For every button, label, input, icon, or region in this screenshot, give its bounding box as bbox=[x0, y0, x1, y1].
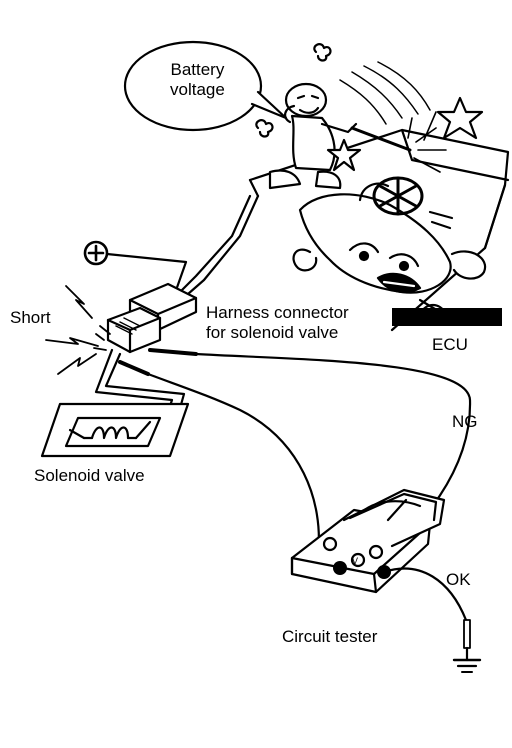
solenoid-valve-label: Solenoid valve bbox=[34, 466, 145, 485]
harness-label: Harness connector for solenoid valve bbox=[206, 303, 349, 342]
circuit-tester-label: Circuit tester bbox=[282, 627, 378, 646]
probe-tip bbox=[118, 360, 150, 376]
star-icon bbox=[436, 96, 484, 140]
mechanic-probe bbox=[350, 126, 412, 152]
motion-lines bbox=[339, 61, 431, 125]
ground-probe bbox=[463, 619, 471, 649]
harness-label-line2: for solenoid valve bbox=[206, 322, 339, 342]
tester-v-label: V bbox=[352, 556, 358, 566]
spark-icon bbox=[407, 111, 447, 173]
star-icon bbox=[326, 138, 362, 172]
tester-lead-black bbox=[146, 372, 320, 558]
ecu-label: ECU bbox=[432, 335, 468, 354]
harness-connector bbox=[106, 282, 198, 354]
ecu-character bbox=[292, 182, 487, 320]
mechanic-character bbox=[268, 82, 358, 190]
speech-bubble-text: Battery voltage bbox=[170, 60, 225, 99]
ng-label: NG bbox=[452, 412, 478, 431]
positive-wire bbox=[105, 252, 188, 298]
ecu-wheel-icon bbox=[372, 176, 454, 230]
ground-icon bbox=[452, 646, 482, 673]
speech-bubble-line1: Battery bbox=[170, 60, 225, 79]
speech-bubble-tail bbox=[250, 90, 288, 120]
short-spark-icon bbox=[45, 285, 111, 375]
puff-icon bbox=[255, 119, 274, 138]
puff-icon bbox=[313, 43, 332, 62]
speech-bubble bbox=[123, 40, 263, 132]
short-label: Short bbox=[10, 308, 51, 327]
ok-label: OK bbox=[446, 570, 471, 589]
ecu-wire bbox=[178, 194, 252, 294]
speech-bubble-line2: voltage bbox=[170, 79, 225, 99]
circuit-tester bbox=[290, 488, 446, 594]
solenoid-valve bbox=[40, 402, 190, 458]
tester-lead-ok bbox=[382, 567, 468, 622]
harness-label-line1: Harness connector bbox=[206, 303, 349, 322]
plus-circle-icon bbox=[83, 240, 109, 266]
probe-tip bbox=[148, 348, 198, 356]
